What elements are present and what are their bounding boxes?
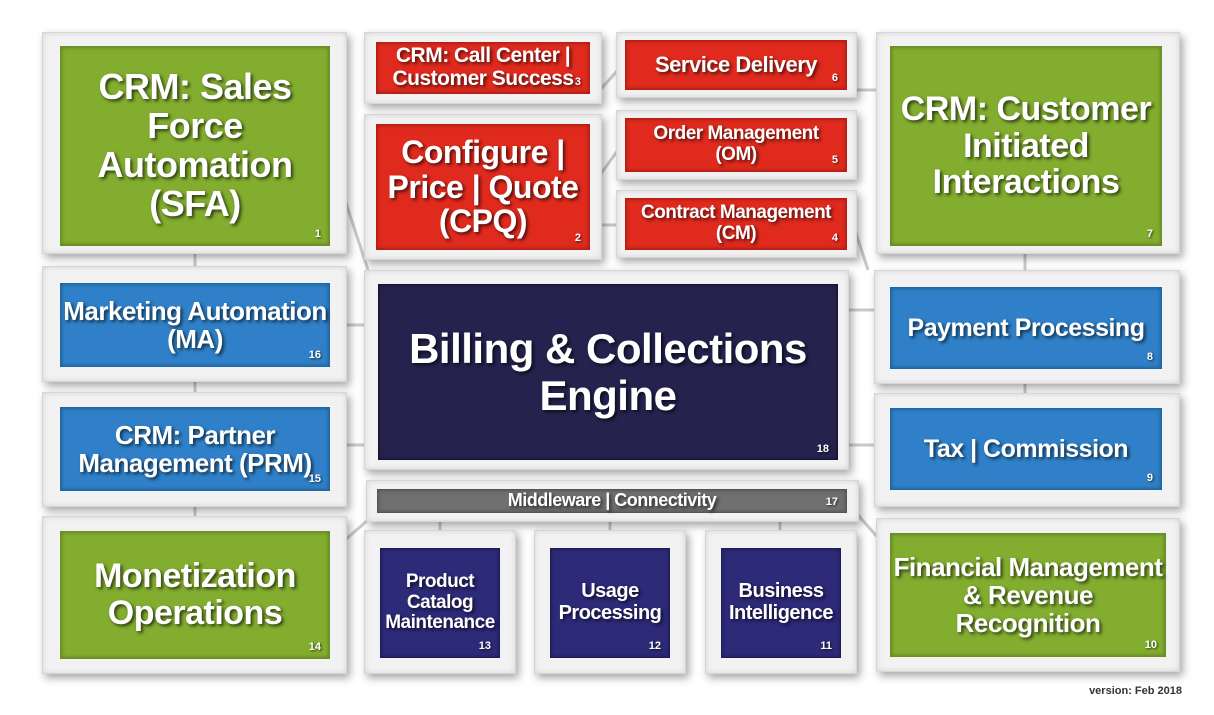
order-mgmt-label: Order Management (OM)	[653, 123, 819, 165]
cpq-label: Configure | Price | Quote (CPQ)	[387, 134, 579, 240]
business-intelligence-module: Business Intelligence 11	[721, 548, 841, 658]
billing-engine-number: 18	[816, 442, 829, 455]
middleware-number: 17	[825, 496, 838, 509]
financial-mgmt-number: 10	[1144, 639, 1157, 652]
usage-processing-number: 12	[648, 640, 661, 653]
marketing-automation-module: Marketing Automation (MA) 16	[60, 283, 330, 367]
order-mgmt-module: Order Management (OM) 5	[625, 118, 847, 172]
partner-mgmt-number: 15	[308, 473, 321, 486]
payment-processing-label: Payment Processing	[907, 313, 1145, 342]
call-center-number: 3	[574, 76, 581, 89]
billing-engine-module: Billing & Collections Engine 18	[378, 284, 838, 460]
contract-mgmt-label: Contract Management (CM)	[640, 202, 832, 244]
contract-mgmt-number: 4	[831, 232, 838, 245]
product-catalog-label: Product Catalog Maintenance	[385, 571, 495, 634]
middleware-label: Middleware | Connectivity	[507, 490, 717, 511]
monetization-ops-number: 14	[308, 641, 321, 654]
tax-commission-module: Tax | Commission 9	[890, 408, 1162, 490]
sfa-label: CRM: Sales Force Automation (SFA)	[97, 66, 293, 224]
service-delivery-number: 6	[831, 72, 838, 85]
version-label: version: Feb 2018	[1089, 685, 1182, 697]
cpq-module: Configure | Price | Quote (CPQ) 2	[376, 124, 590, 250]
contract-mgmt-module: Contract Management (CM) 4	[625, 198, 847, 250]
partner-mgmt-label: CRM: Partner Management (PRM)	[78, 419, 312, 478]
call-center-label: CRM: Call Center | Customer Success	[392, 44, 574, 90]
product-catalog-module: Product Catalog Maintenance 13	[380, 548, 500, 658]
order-mgmt-number: 5	[831, 154, 838, 167]
usage-processing-label: Usage Processing	[558, 580, 662, 624]
business-intelligence-label: Business Intelligence	[728, 580, 834, 624]
customer-interactions-module: CRM: Customer Initiated Interactions 7	[890, 46, 1162, 246]
payment-processing-number: 8	[1146, 351, 1153, 364]
monetization-ops-module: Monetization Operations 14	[60, 531, 330, 659]
sfa-module: CRM: Sales Force Automation (SFA) 1	[60, 46, 330, 246]
marketing-automation-number: 16	[308, 349, 321, 362]
financial-mgmt-module: Financial Management & Revenue Recogniti…	[890, 533, 1166, 657]
cpq-number: 2	[574, 232, 581, 245]
product-catalog-number: 13	[478, 640, 491, 653]
customer-interactions-label: CRM: Customer Initiated Interactions	[900, 89, 1152, 202]
call-center-module: CRM: Call Center | Customer Success 3	[376, 42, 590, 94]
service-delivery-label: Service Delivery	[654, 52, 818, 78]
customer-interactions-number: 7	[1146, 228, 1153, 241]
partner-mgmt-module: CRM: Partner Management (PRM) 15	[60, 407, 330, 491]
monetization-ops-label: Monetization Operations	[94, 557, 296, 632]
marketing-automation-label: Marketing Automation (MA)	[63, 295, 327, 354]
usage-processing-module: Usage Processing 12	[550, 548, 670, 658]
billing-engine-label: Billing & Collections Engine	[409, 324, 807, 419]
sfa-number: 1	[314, 228, 321, 241]
tax-commission-number: 9	[1146, 472, 1153, 485]
business-intelligence-number: 11	[820, 640, 832, 653]
service-delivery-module: Service Delivery 6	[625, 40, 847, 90]
payment-processing-module: Payment Processing 8	[890, 287, 1162, 369]
middleware-module: Middleware | Connectivity 17	[377, 489, 847, 513]
financial-mgmt-label: Financial Management & Revenue Recogniti…	[893, 551, 1163, 639]
tax-commission-label: Tax | Commission	[923, 434, 1129, 463]
